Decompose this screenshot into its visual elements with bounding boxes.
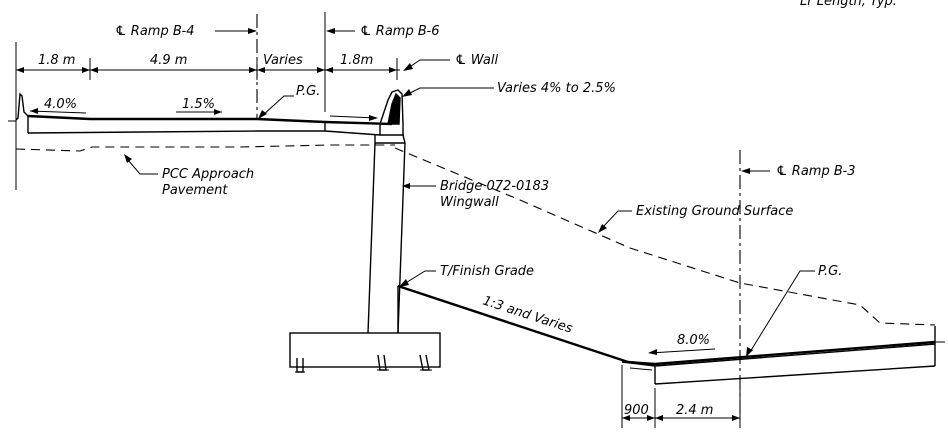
wingwall-structure <box>289 142 441 373</box>
label-pcc-line1: PCC Approach <box>162 167 254 182</box>
ramp-b3-pavement <box>621 326 945 385</box>
label-ramp-b3: ℄ Ramp B-3 <box>776 164 856 179</box>
label-slope-1-5: 1.5% <box>182 97 215 112</box>
label-ramp-b6: ℄ Ramp B-6 <box>360 24 440 39</box>
finish-grade-line <box>397 284 629 364</box>
label-pg-top: P.G. <box>296 84 320 99</box>
label-bridge-line1: Bridge 072-0183 <box>440 179 549 194</box>
dim-varies: Varies <box>263 53 303 68</box>
label-slope-8: 8.0% <box>677 333 710 348</box>
label-slope-1-3: 1:3 and Varies <box>481 294 575 337</box>
label-ramp-b4: ℄ Ramp B-4 <box>115 24 195 39</box>
dimension-line-bottom <box>621 365 741 428</box>
ramp-roadway-section <box>8 89 406 144</box>
label-wall: ℄ Wall <box>455 53 499 68</box>
label-finish-grade: T/Finish Grade <box>440 264 534 279</box>
label-pg-bottom: P.G. <box>818 264 842 279</box>
pcc-approach-pavement-line <box>15 144 395 152</box>
label-slope-4: 4.0% <box>44 97 77 112</box>
top-note: Lr Length, Typ. <box>800 0 897 9</box>
label-bridge-line2: Wingwall <box>440 195 499 210</box>
label-existing-ground: Existing Ground Surface <box>636 204 793 219</box>
existing-ground-line <box>394 147 936 326</box>
dim-2-4m: 2.4 m <box>676 403 713 418</box>
label-pcc-line2: Pavement <box>162 183 228 198</box>
dim-4-9m: 4.9 m <box>150 53 187 68</box>
dim-1-8m: 1.8 m <box>38 53 75 68</box>
dimension-line-top <box>15 12 400 190</box>
label-varies-slope: Varies 4% to 2.5% <box>497 81 616 96</box>
dim-900: 900 <box>624 403 649 418</box>
dim-1-8m-b: 1.8m <box>340 53 373 68</box>
